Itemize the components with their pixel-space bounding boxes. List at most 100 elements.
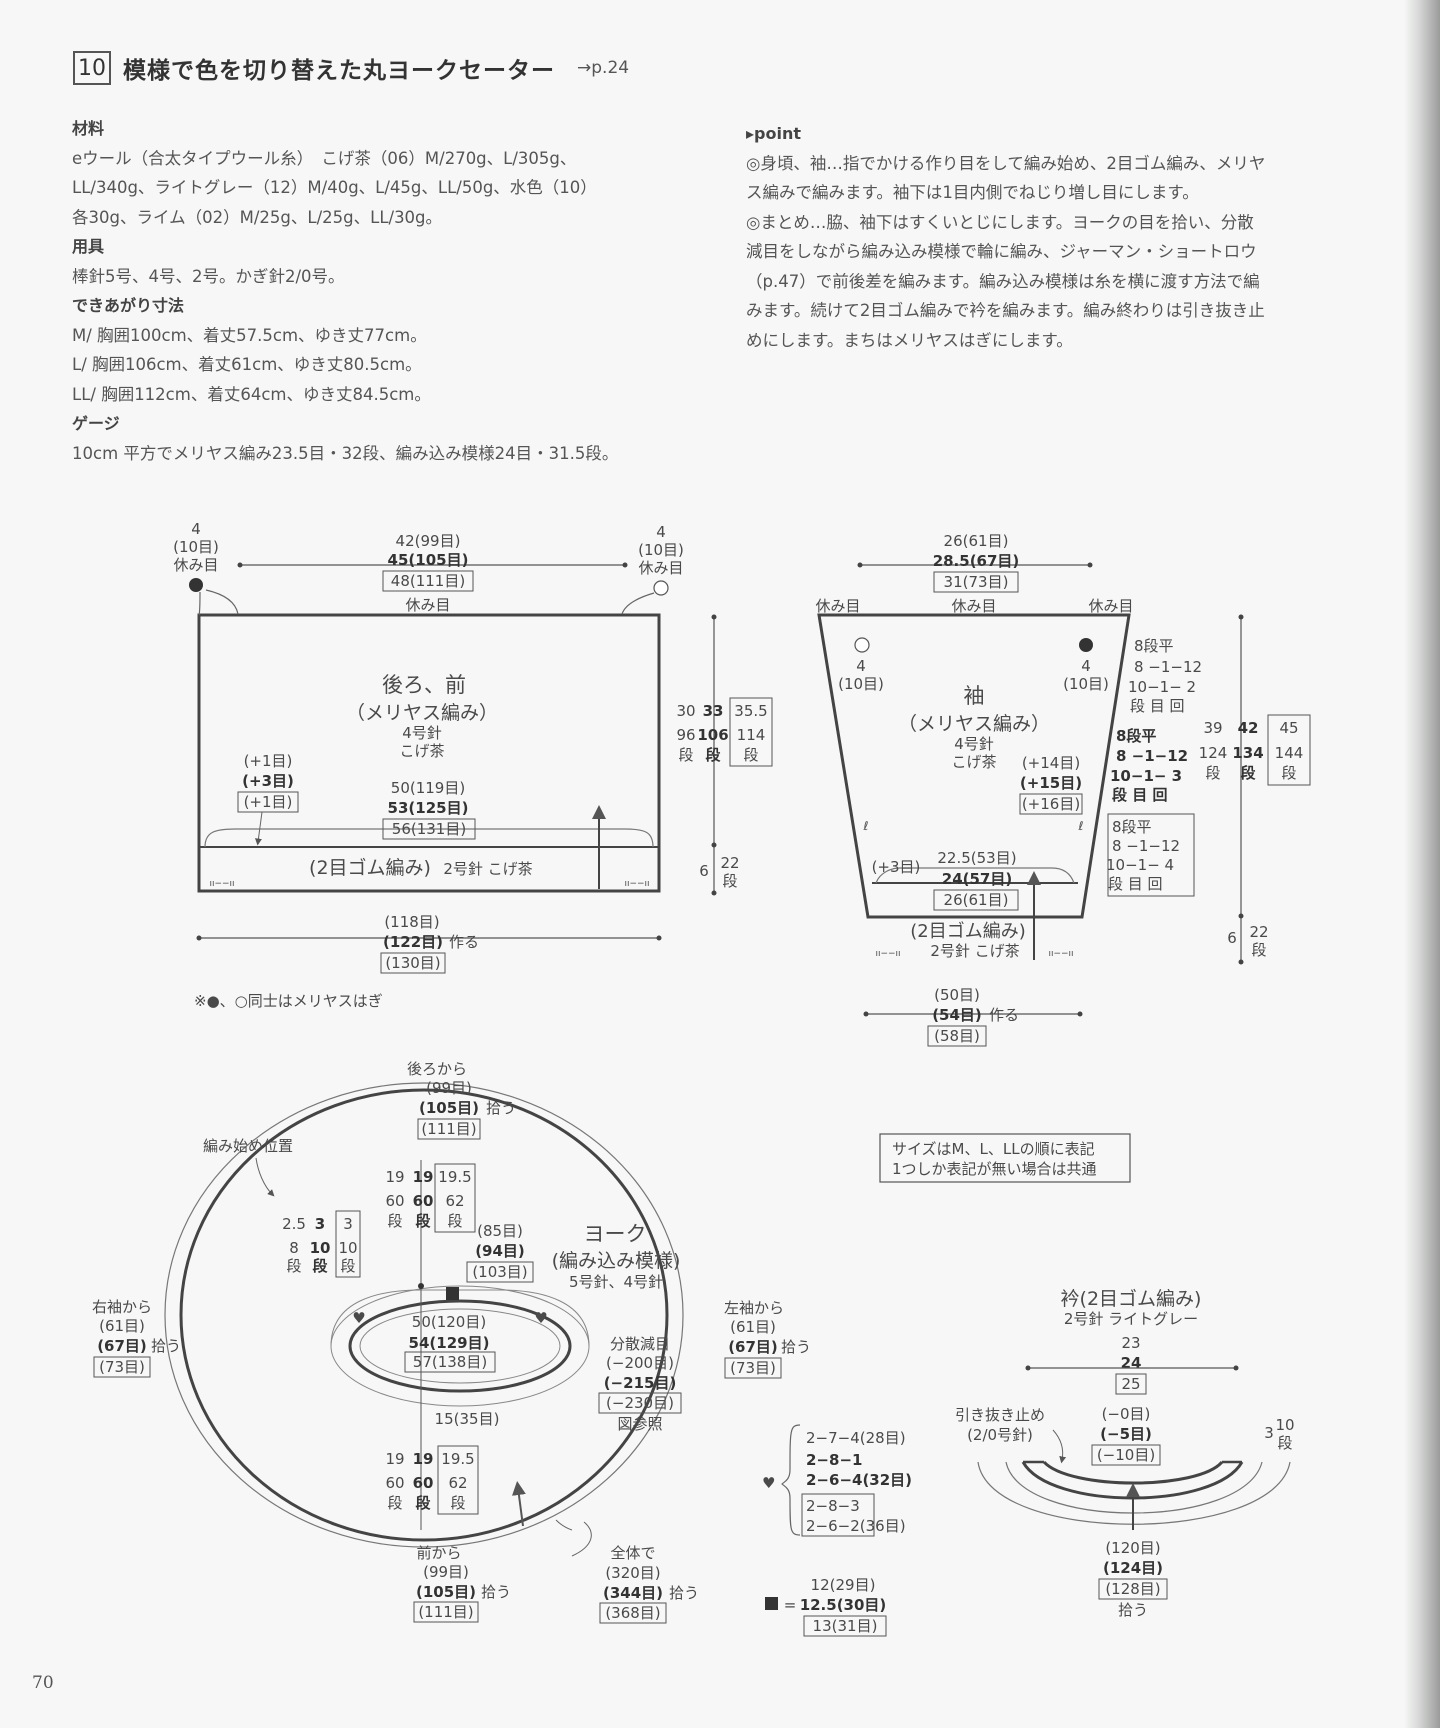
body-height-m: 30 bbox=[676, 702, 695, 720]
heart-icon: ♥ bbox=[352, 1309, 365, 1327]
sleeve-cast-on-l: (54目) bbox=[932, 1006, 982, 1024]
sleeve-top-width-ll: 31(73目) bbox=[944, 573, 1009, 591]
point-heading: ▸point bbox=[746, 124, 801, 143]
body-top-width-l: 45(105目) bbox=[388, 551, 469, 569]
sleeve-rib-height-cm: 6 bbox=[1227, 929, 1237, 947]
collar-dec-m: (−0目) bbox=[1102, 1405, 1151, 1423]
body-rows-l: 106 bbox=[697, 726, 728, 744]
pattern-name: 模様で色を切り替えた丸ヨークセーター bbox=[123, 58, 555, 84]
body-rest-left-label: 休み目 bbox=[173, 556, 218, 574]
yoke-short-rows-ll: 10 bbox=[338, 1239, 357, 1257]
yoke-total-ll: (368目) bbox=[605, 1604, 660, 1622]
point-line: ◎身頃、袖…指でかける作り目をして編み始め、2目ゴム編み、メリヤ bbox=[746, 153, 1266, 173]
body-rest-center-label: 休み目 bbox=[405, 596, 450, 614]
svg-text:8 −1−12: 8 −1−12 bbox=[1112, 837, 1180, 855]
body-needle: 4号針 bbox=[402, 724, 442, 742]
yoke-back-pickup-m: (99目) bbox=[426, 1079, 472, 1097]
body-cast-on-m: (118目) bbox=[384, 913, 439, 931]
yoke-short-cm-m: 2.5 bbox=[282, 1215, 306, 1233]
yoke-dec-m: (−200目) bbox=[606, 1354, 674, 1372]
svg-text:8 −1−12: 8 −1−12 bbox=[1116, 747, 1188, 765]
yoke-square-mark bbox=[446, 1287, 459, 1300]
svg-text:段: 段 bbox=[415, 1494, 430, 1512]
collar-needle: 2号針 ライトグレー bbox=[1064, 1310, 1198, 1328]
collar-bindoff-hook: (2/0号針) bbox=[967, 1426, 1033, 1444]
page-number: 70 bbox=[32, 1673, 54, 1693]
body-rest-left-cm: 4 bbox=[191, 520, 201, 538]
sleeve-needle: 4号針 bbox=[954, 735, 994, 753]
svg-text:8段平: 8段平 bbox=[1116, 727, 1156, 745]
body-width-ll: 56(131目) bbox=[392, 820, 466, 838]
heart-row-ll-1: 2−8−3 bbox=[806, 1497, 860, 1515]
svg-text:10−1− 3: 10−1− 3 bbox=[1110, 767, 1182, 785]
body-join-note: ※●、○同士はメリヤスはぎ bbox=[194, 992, 383, 1010]
tools-heading: 用具 bbox=[72, 237, 105, 256]
body-rib-mark-right: ıı−−ıı bbox=[624, 879, 649, 889]
body-inc-l: (+3目) bbox=[242, 772, 294, 790]
yoke-top-rows-l: 60 bbox=[413, 1192, 434, 1210]
sleeve-rest-right-label: 休み目 bbox=[1088, 597, 1133, 615]
yoke-diagram: ♥ ♥ 後ろから (99目) (105目) 拾う (111目) 編み始め位置 右… bbox=[92, 1060, 811, 1624]
yoke-short-cm-ll: 3 bbox=[343, 1215, 353, 1233]
square-legend: = 12(29目) 12.5(30目) 13(31目) bbox=[765, 1576, 887, 1637]
sleeve-width-l: 24(57目) bbox=[942, 870, 1012, 888]
collar-pickup-l: (124目) bbox=[1103, 1559, 1163, 1577]
body-top-width-ll: 48(111目) bbox=[391, 572, 465, 590]
svg-text:拾う: 拾う bbox=[781, 1338, 811, 1356]
svg-text:段: 段 bbox=[340, 1257, 355, 1275]
body-height-ll: 35.5 bbox=[734, 702, 767, 720]
yoke-short-st-l: (94目) bbox=[475, 1242, 525, 1260]
svg-text:段: 段 bbox=[387, 1494, 402, 1512]
yoke-needle: 5号針、4号針 bbox=[569, 1273, 663, 1291]
sleeve-width-m: 22.5(53目) bbox=[937, 849, 1016, 867]
collar-bindoff-label: 引き抜き止め bbox=[955, 1406, 1045, 1424]
square-icon bbox=[765, 1597, 778, 1610]
body-rib-height-unit: 段 bbox=[722, 872, 737, 890]
pattern-number: 10 bbox=[73, 51, 111, 85]
point-line: ス編みで編みます。袖下は1目内側でねじり増し目にします。 bbox=[746, 183, 1199, 202]
sleeve-diagram: 26(61目) 28.5(67目) 31(73目) 休み目 休み目 休み目 4 … bbox=[815, 532, 1311, 1047]
body-rest-right-st: (10目) bbox=[638, 541, 684, 559]
size-line: M/ 胸囲100cm、着丈57.5cm、ゆき丈77cm。 bbox=[72, 325, 427, 345]
body-rows-unit-ll: 段 bbox=[743, 746, 758, 764]
collar-height-rows: 10 bbox=[1275, 1416, 1294, 1434]
sleeve-dec-table-l: 8段平 8 −1−12 10−1− 3 段 目 回 bbox=[1110, 727, 1188, 804]
svg-text:段: 段 bbox=[415, 1212, 430, 1230]
yoke-piece-name: ヨーク bbox=[584, 1222, 647, 1246]
svg-text:8段平: 8段平 bbox=[1134, 637, 1174, 655]
body-rib-mark-left: ıı−−ıı bbox=[209, 879, 234, 889]
yoke-right-sleeve-ll: (73目) bbox=[99, 1358, 145, 1376]
body-rows-unit-l: 段 bbox=[705, 746, 720, 764]
body-join-mark-filled bbox=[189, 578, 203, 592]
svg-text:段 目 回: 段 目 回 bbox=[1108, 875, 1163, 893]
yoke-bottom-cm-l: 19 bbox=[413, 1450, 434, 1468]
sleeve-rest-left-st: (10目) bbox=[838, 675, 884, 693]
yoke-neck-width-l: 54(129目) bbox=[409, 1334, 490, 1352]
yoke-bottom-rows-l: 60 bbox=[413, 1474, 434, 1492]
yoke-total-l: (344目) bbox=[603, 1584, 663, 1602]
body-stitch: （メリヤス編み） bbox=[346, 702, 498, 724]
svg-text:拾う: 拾う bbox=[486, 1099, 516, 1117]
body-rows-unit-m: 段 bbox=[678, 746, 693, 764]
point-line: （p.47）で前後差を編みます。編み込み模様は糸を横に渡す方法で編 bbox=[746, 271, 1260, 291]
point-line: 減目をしながら編み込み模様で輪に編み、ジャーマン・ショートロウ bbox=[746, 242, 1257, 261]
yoke-left-sleeve-m: (61目) bbox=[730, 1318, 776, 1336]
sleeve-dec-table-ll: 8段平 8 −1−12 10−1− 4 段 目 回 bbox=[1106, 818, 1180, 893]
body-side-curve bbox=[204, 828, 654, 848]
sleeve-cast-on-ll: (58目) bbox=[934, 1027, 980, 1045]
svg-text:段: 段 bbox=[1277, 1434, 1292, 1452]
svg-text:=: = bbox=[784, 1596, 797, 1614]
sleeve-dec-table-m: 8段平 8 −1−12 10−1− 2 段 目 回 bbox=[1128, 637, 1202, 715]
heart-row-l-1: 2−8−1 bbox=[806, 1451, 862, 1469]
materials-line: 各30g、ライム（02）M/25g、L/25g、LL/30g。 bbox=[72, 207, 443, 227]
svg-text:8 −1−12: 8 −1−12 bbox=[1134, 658, 1202, 676]
yoke-back-pickup-label: 後ろから bbox=[407, 1060, 467, 1078]
sleeve-join-mark-filled bbox=[1079, 638, 1093, 652]
yoke-back-pickup-l: (105目) bbox=[419, 1099, 479, 1117]
sleeve-rib-mark-right: ıı−−ıı bbox=[1048, 949, 1073, 959]
point-line: ◎まとめ…脇、袖下はすくいとじにします。ヨークの目を拾い、分散 bbox=[746, 212, 1254, 232]
yoke-right-sleeve-l: (67目) bbox=[97, 1337, 147, 1355]
yoke-top-rows-ll: 62 bbox=[445, 1192, 464, 1210]
yoke-left-sleeve-l: (67目) bbox=[728, 1338, 778, 1356]
